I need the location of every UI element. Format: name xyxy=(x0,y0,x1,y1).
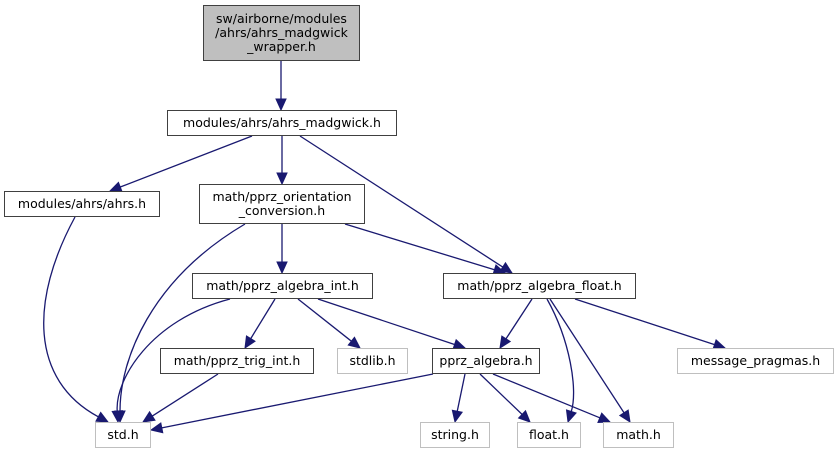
arrowhead-icon xyxy=(499,335,512,350)
arrowhead-icon xyxy=(347,336,361,349)
edge-line xyxy=(120,135,253,188)
arrowhead-icon xyxy=(451,409,464,424)
edge-line xyxy=(119,223,246,412)
edge-line xyxy=(456,373,466,412)
edge-algebra_float-to-pprz_algebra xyxy=(499,298,533,350)
edge-ahrs-to-std xyxy=(43,216,110,423)
arrowhead-icon xyxy=(244,335,256,350)
edge-line xyxy=(505,298,533,340)
edge-madgwick-to-algebra_float xyxy=(299,135,514,274)
edge-line xyxy=(574,298,715,346)
edge-algebra_int-to-std xyxy=(111,298,231,424)
node-label: math.h xyxy=(616,427,661,442)
edge-algebra_int-to-trig_int xyxy=(244,298,276,350)
node-label: math/pprz_algebra_float.h xyxy=(457,278,622,293)
node-float: float.h xyxy=(517,422,581,448)
edge-line xyxy=(479,373,523,415)
edge-madgwick-to-orientation xyxy=(276,136,288,186)
node-algebra-int[interactable]: math/pprz_algebra_int.h xyxy=(192,273,373,299)
node-ahrs[interactable]: modules/ahrs/ahrs.h xyxy=(4,191,160,217)
node-pprz-algebra[interactable]: pprz_algebra.h xyxy=(432,348,540,374)
node-label: string.h xyxy=(431,427,479,442)
node-label: math/pprz_algebra_int.h xyxy=(206,278,359,293)
edge-line xyxy=(299,135,504,268)
node-madgwick[interactable]: modules/ahrs/ahrs_madgwick.h xyxy=(167,110,397,136)
node-label: modules/ahrs/ahrs_madgwick.h xyxy=(183,115,381,130)
arrowhead-icon xyxy=(565,409,577,424)
node-wrapper: sw/airborne/modules /ahrs/ahrs_madgwick … xyxy=(203,5,360,61)
edge-algebra_float-to-math xyxy=(549,298,631,424)
node-label: message_pragmas.h xyxy=(690,353,821,368)
edge-algebra_int-to-pprz_algebra xyxy=(317,298,467,350)
node-label: float.h xyxy=(529,427,569,442)
edge-algebra_float-to-float xyxy=(546,298,577,424)
edge-line xyxy=(297,298,352,342)
edge-line xyxy=(546,298,575,412)
arrowhead-icon xyxy=(276,261,288,275)
edge-orientation-to-algebra_int xyxy=(276,224,288,275)
edge-line xyxy=(116,298,231,412)
node-label: modules/ahrs/ahrs.h xyxy=(17,196,147,211)
edge-algebra_float-to-message_pragmas xyxy=(574,298,727,350)
arrowhead-icon xyxy=(141,410,156,423)
arrowhead-icon xyxy=(517,409,531,423)
edge-orientation-to-algebra_float xyxy=(344,223,507,276)
arrowhead-icon xyxy=(276,172,288,186)
node-label: math/pprz_trig_int.h xyxy=(173,353,301,368)
node-message-pragmas: message_pragmas.h xyxy=(677,348,834,374)
node-label: std.h xyxy=(107,427,139,442)
edge-orientation-to-std xyxy=(114,223,246,424)
node-label: pprz_algebra.h xyxy=(439,353,533,368)
arrowhead-icon xyxy=(499,261,514,274)
arrowhead-icon xyxy=(618,409,631,424)
edge-pprz_algebra-to-float xyxy=(479,373,531,423)
node-label: stdlib.h xyxy=(349,353,396,368)
edge-wrapper-to-madgwick xyxy=(275,61,287,112)
node-std: std.h xyxy=(95,422,151,448)
arrowhead-icon xyxy=(111,410,123,424)
edge-line xyxy=(43,216,99,418)
edge-algebra_int-to-stdlib xyxy=(297,298,361,349)
node-label: math/pprz_orientation _conversion.h xyxy=(212,189,352,218)
edge-trig_int-to-std xyxy=(141,373,219,423)
edge-line xyxy=(161,373,434,429)
edge-pprz_algebra-to-math xyxy=(492,373,612,423)
edge-line xyxy=(317,298,455,346)
arrowhead-icon xyxy=(149,422,164,434)
edge-line xyxy=(492,373,601,419)
edge-line xyxy=(151,373,219,417)
node-trig-int[interactable]: math/pprz_trig_int.h xyxy=(160,348,314,374)
arrowhead-icon xyxy=(275,98,287,112)
node-algebra-float[interactable]: math/pprz_algebra_float.h xyxy=(443,273,636,299)
node-label: sw/airborne/modules /ahrs/ahrs_madgwick … xyxy=(215,11,348,54)
node-string: string.h xyxy=(420,422,490,448)
node-math: math.h xyxy=(603,422,674,448)
edge-line xyxy=(344,223,495,271)
edge-line xyxy=(549,298,625,414)
node-stdlib: stdlib.h xyxy=(337,348,408,374)
edge-line xyxy=(250,298,276,339)
arrowhead-icon xyxy=(95,411,110,423)
edge-pprz_algebra-to-std xyxy=(149,373,434,434)
edge-pprz_algebra-to-string xyxy=(451,373,466,424)
node-orientation[interactable]: math/pprz_orientation _conversion.h xyxy=(199,184,365,224)
